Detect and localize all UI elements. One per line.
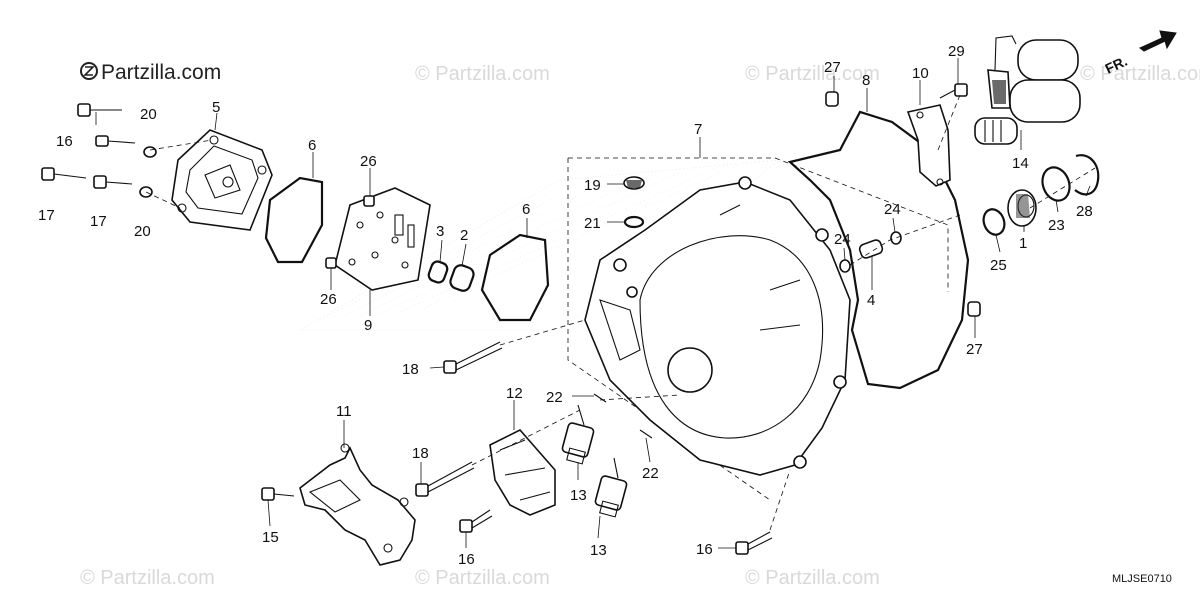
callout-4: 4: [867, 292, 875, 309]
background-hatch: [298, 159, 781, 331]
part-25-oring: [982, 208, 1006, 236]
callout-16-bottom: 16: [696, 541, 713, 558]
watermark-top-2: © Partzilla.com: [745, 63, 880, 85]
callout-14: 14: [1012, 155, 1029, 172]
bolt-17-mid: [93, 175, 133, 189]
callout-19: 19: [584, 177, 601, 194]
callout-29: 29: [948, 43, 965, 60]
part-1-sensor: [1007, 189, 1037, 227]
part-24-oring-left: [839, 259, 851, 273]
callout-2: 2: [460, 227, 468, 244]
callout-26-lower: 26: [320, 291, 337, 308]
callout-24-right: 24: [884, 201, 901, 218]
part-13-switch-lower: [594, 457, 628, 518]
callout-22-lower: 22: [642, 465, 659, 482]
part-19-plug: [623, 176, 645, 190]
callout-labels: 5 20 16 17 17 20 6 26 26 9 3 2 6 7 19 21…: [38, 43, 1093, 568]
callout-21: 21: [584, 215, 601, 232]
part-28-circlip: [1074, 154, 1100, 196]
dowel-26-upper: [363, 195, 375, 207]
bolt-18-lower: [415, 461, 475, 497]
callout-27-upper: 27: [824, 59, 841, 76]
diagram-code: MLJSE0710: [1112, 573, 1172, 585]
callout-15: 15: [262, 529, 279, 546]
bolt-16-bottom: [735, 531, 773, 555]
callout-5: 5: [212, 99, 220, 116]
part-7-cover-box: [567, 157, 949, 501]
callout-10: 10: [912, 65, 929, 82]
dowel-26-lower: [325, 257, 337, 269]
part-27-dowel-upper: [825, 91, 839, 107]
watermark-bottom-3: © Partzilla.com: [745, 567, 880, 589]
part-22-pin-lower: [639, 429, 653, 439]
part-6-gasket-left: [264, 176, 324, 264]
callout-17-left: 17: [38, 207, 55, 224]
part-9-separator-plate: [334, 187, 431, 291]
callout-13-lower: 13: [590, 542, 607, 559]
callout-1: 1: [1019, 235, 1027, 252]
part-8-gasket: [787, 110, 970, 390]
part-11-bracket: [299, 443, 416, 566]
part-24-oring-right: [890, 231, 902, 245]
watermark-top-1: © Partzilla.com: [415, 63, 550, 85]
bolt-17-top: [77, 103, 122, 117]
callout-20-upper: 20: [140, 106, 157, 123]
part-3-oring: [427, 260, 449, 284]
direction-arrow-icon: [1139, 30, 1177, 52]
callout-24-left: 24: [834, 231, 851, 248]
callout-12: 12: [506, 385, 523, 402]
part-21-washer: [623, 215, 645, 229]
callout-20-lower: 20: [134, 223, 151, 240]
callout-22-upper: 22: [546, 389, 563, 406]
bolt-16-lower-left: [459, 509, 493, 533]
callout-7: 7: [694, 121, 702, 138]
part-4-dowel: [858, 239, 884, 259]
callout-28: 28: [1076, 203, 1093, 220]
watermark-bottom-1: © Partzilla.com: [80, 567, 215, 589]
callout-8: 8: [862, 72, 870, 89]
bolt-18-upper: [443, 341, 503, 374]
assembly-lines: [145, 94, 1096, 531]
logo-text: Partzilla.com: [101, 61, 221, 84]
bolt-15: [261, 487, 295, 501]
callout-6-left: 6: [308, 137, 316, 154]
callout-18-lower: 18: [412, 445, 429, 462]
callout-17-mid: 17: [90, 213, 107, 230]
part-6-gasket-right: [480, 233, 550, 322]
part-5-cover: [171, 129, 273, 231]
callout-26-upper: 26: [360, 153, 377, 170]
part-27-dowel-lower: [967, 301, 981, 317]
callout-23: 23: [1048, 217, 1065, 234]
leader-lines: [95, 58, 1091, 549]
part-23-ring: [1041, 166, 1071, 202]
watermark-bottom-2: © Partzilla.com: [415, 567, 550, 589]
callout-13-upper: 13: [570, 487, 587, 504]
part-12-guard: [489, 429, 556, 516]
callout-18-upper: 18: [402, 361, 419, 378]
callout-6-right: 6: [522, 201, 530, 218]
part-14-solenoid: [974, 35, 1081, 145]
part-13-switch-upper: [561, 404, 595, 465]
callout-3: 3: [436, 223, 444, 240]
callout-16-lower-left: 16: [458, 551, 475, 568]
part-2-oring: [449, 264, 475, 292]
watermark-top-3: © Partzilla.com: [1080, 63, 1200, 85]
bolt-17-left: [41, 167, 87, 181]
part-7-clutch-cover: [584, 176, 851, 476]
callout-27-lower: 27: [966, 341, 983, 358]
partzilla-logo: Partzilla.com: [80, 61, 221, 84]
watermarks: © Partzilla.com © Partzilla.com © Partzi…: [80, 63, 1200, 589]
callout-9: 9: [364, 317, 372, 334]
part-22-pin-upper: [593, 393, 607, 403]
bolt-16-upper: [95, 135, 136, 147]
part-29-bolt: [939, 83, 968, 99]
callout-16-upper: 16: [56, 133, 73, 150]
callout-11: 11: [336, 403, 352, 420]
part-10-bracket: [906, 104, 951, 187]
callout-25: 25: [990, 257, 1007, 274]
washer-20-upper: [143, 146, 157, 158]
logo-mark-icon: [80, 62, 98, 80]
